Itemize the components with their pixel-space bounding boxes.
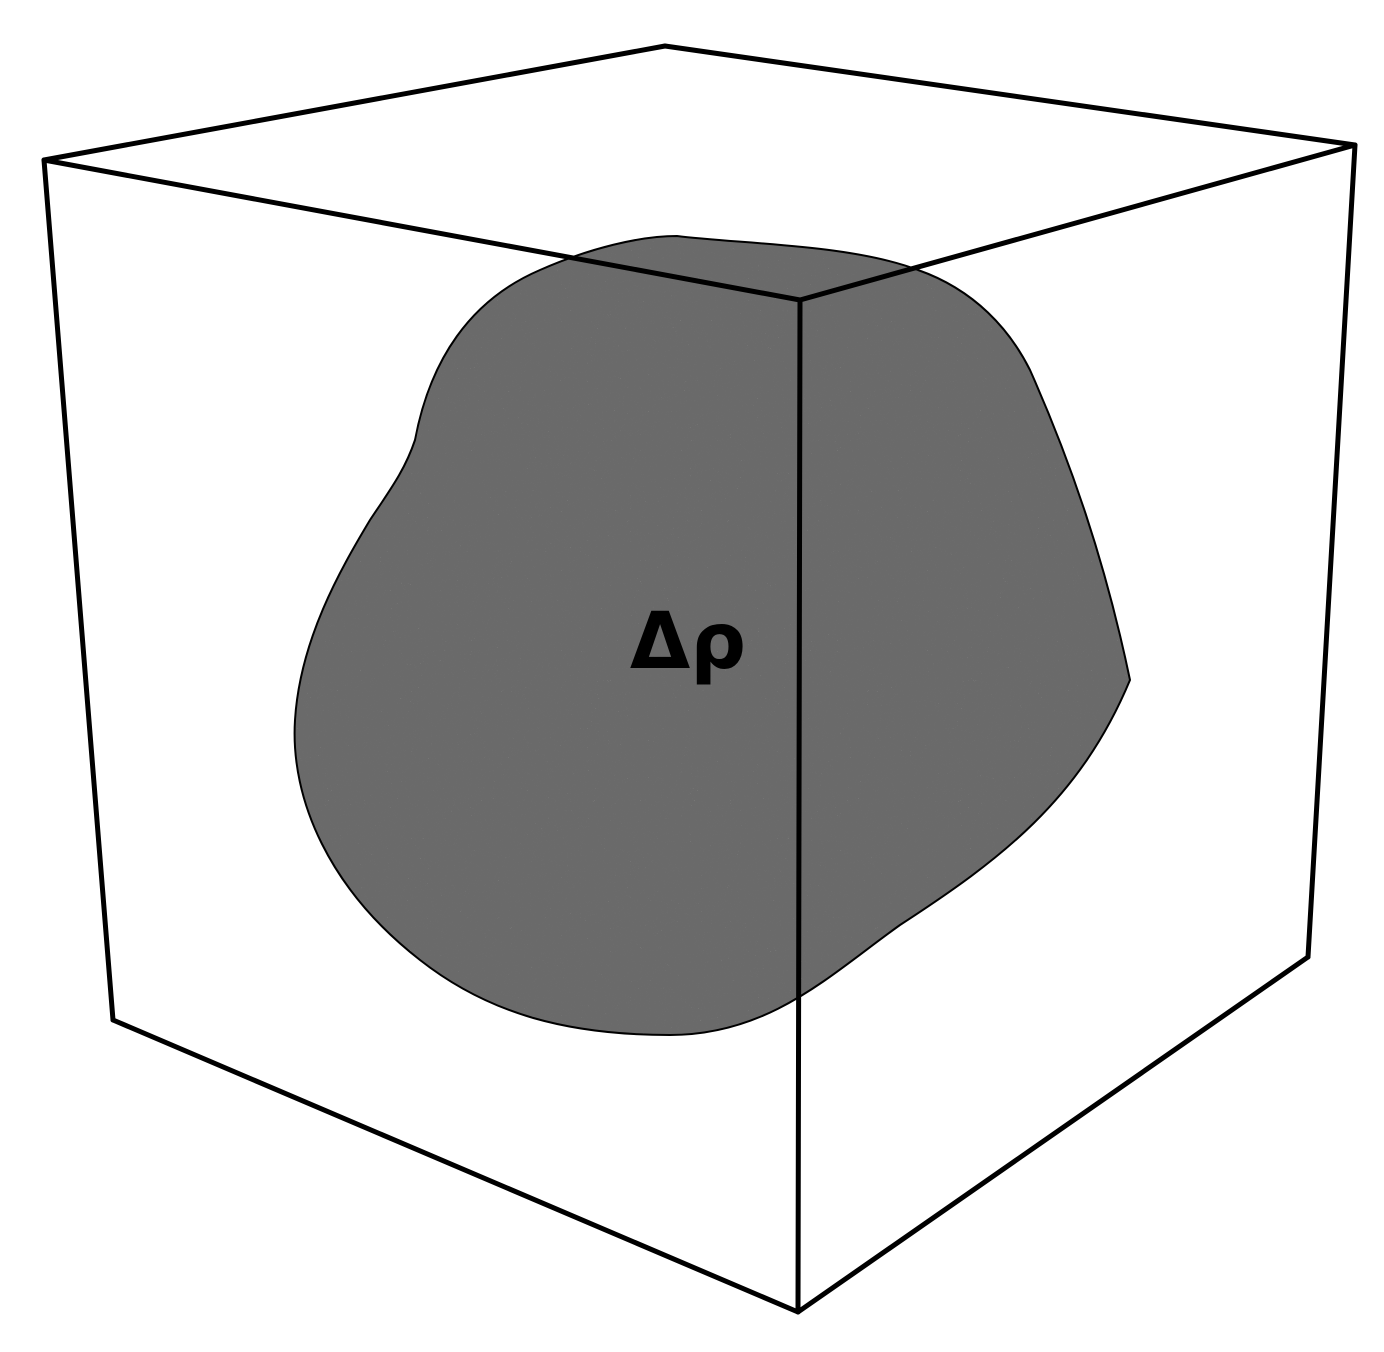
cube-edge-bottom-right [795,954,1311,1315]
density-contrast-label: Δρ [630,597,746,687]
cube-edge-right-vertical [1305,142,1358,960]
density-body-outline [293,234,1132,1037]
cube-edge-top-front-left [41,157,803,303]
cube-edge-left-vertical [41,157,116,1023]
cube-edge-front-vertical [795,297,803,1315]
cube-edge-top-front-right [797,142,1358,303]
cube-back-edges [41,43,1358,1023]
cube-edge-top-back-left [41,43,668,163]
cube-edge-bottom-left [110,1017,801,1315]
cube-front-edges [41,142,1358,1315]
cube-edge-top-back-right [662,43,1358,148]
